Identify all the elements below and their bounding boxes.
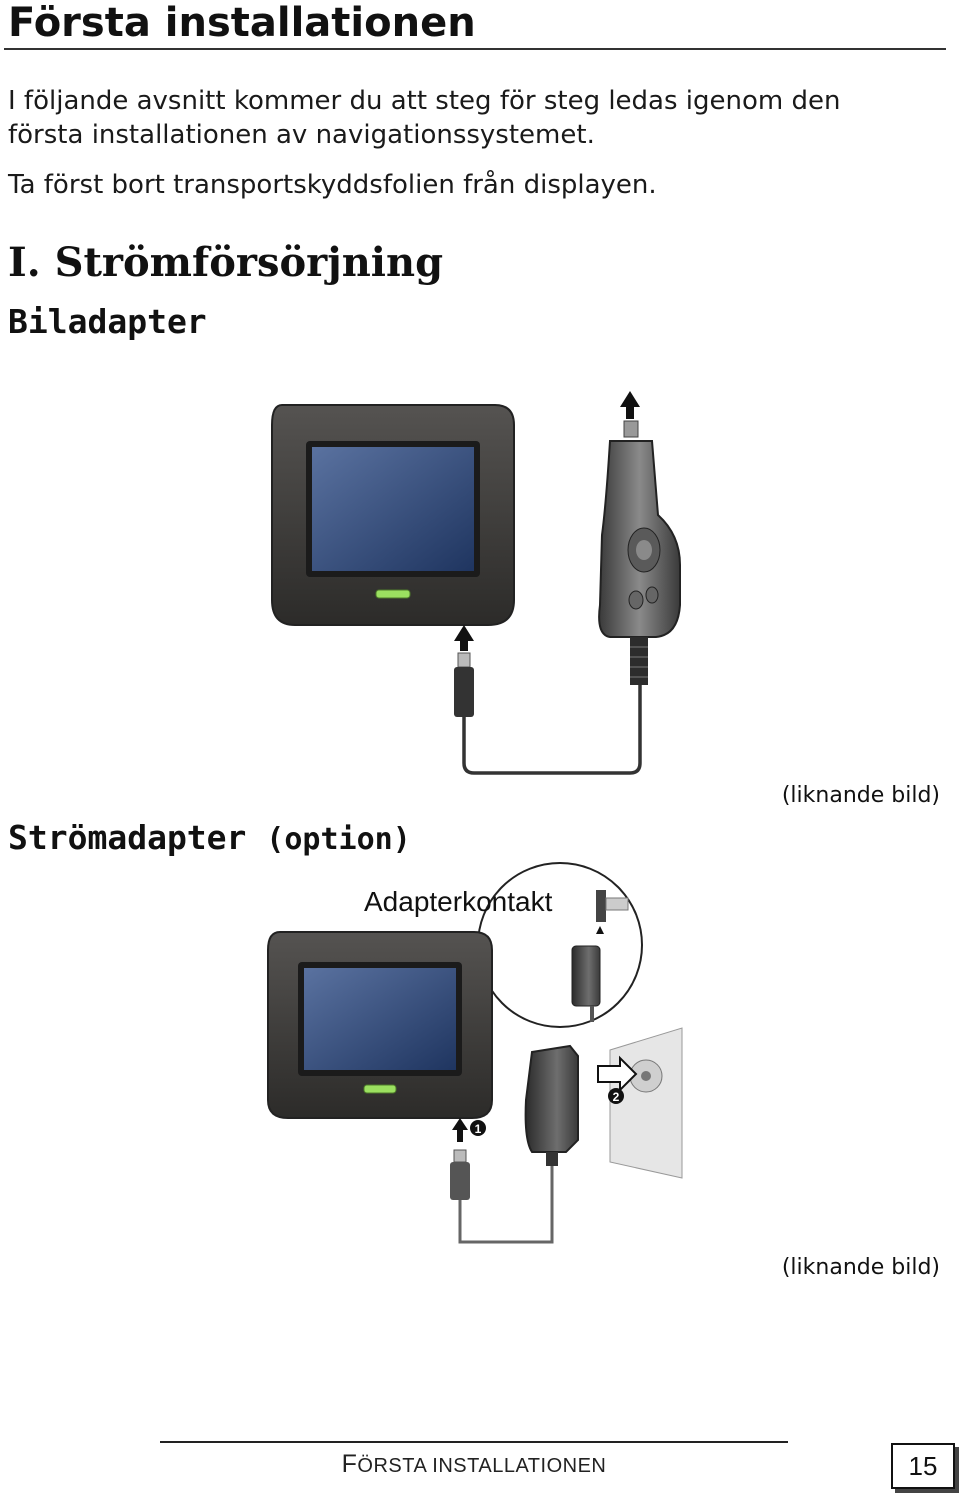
intro-text-line-2: första installationen av navigationssyst… <box>8 120 595 150</box>
footer-title-rest: ÖRSTA INSTALLATIONEN <box>357 1455 607 1477</box>
gps-device-icon <box>271 404 515 626</box>
footer-title: FÖRSTA INSTALLATIONEN <box>160 1448 788 1482</box>
arrow-up-icon <box>452 1118 468 1142</box>
step-marker-2: 2 <box>613 1090 620 1104</box>
car-adapter-caption: (liknande bild) <box>781 783 940 808</box>
footer-rule <box>160 1441 788 1443</box>
car-adapter-illustration <box>271 391 681 775</box>
arrow-right-icon <box>597 1055 638 1093</box>
page-number: 15 <box>891 1443 955 1489</box>
gps-device-icon <box>267 931 493 1119</box>
intro-text-line-3: Ta först bort transportskyddsfolien från… <box>8 170 657 200</box>
adapter-plug-label: Adapterkontakt <box>364 886 553 917</box>
car-adapter-heading: Biladapter <box>8 302 207 341</box>
power-adapter-illustration: 1 2 <box>267 862 683 1244</box>
wall-socket-icon <box>609 1027 683 1179</box>
car-charger-icon <box>598 391 681 685</box>
footer-title-initial: F <box>341 1450 358 1478</box>
arrow-up-icon <box>454 625 474 651</box>
section-heading: I. Strömförsörjning <box>8 239 444 286</box>
wall-adapter-icon <box>524 1044 579 1166</box>
power-adapter-heading-main: Strömadapter <box>8 818 247 857</box>
intro-text-line-1: I följande avsnitt kommer du att steg fö… <box>8 86 841 116</box>
power-adapter-heading: Strömadapter (option) <box>8 818 411 860</box>
step-marker-1: 1 <box>475 1122 482 1136</box>
power-adapter-heading-suffix: (option) <box>266 822 411 857</box>
title-rule <box>4 48 946 50</box>
page-title: Första installationen <box>8 0 476 46</box>
power-adapter-caption: (liknande bild) <box>781 1255 940 1280</box>
